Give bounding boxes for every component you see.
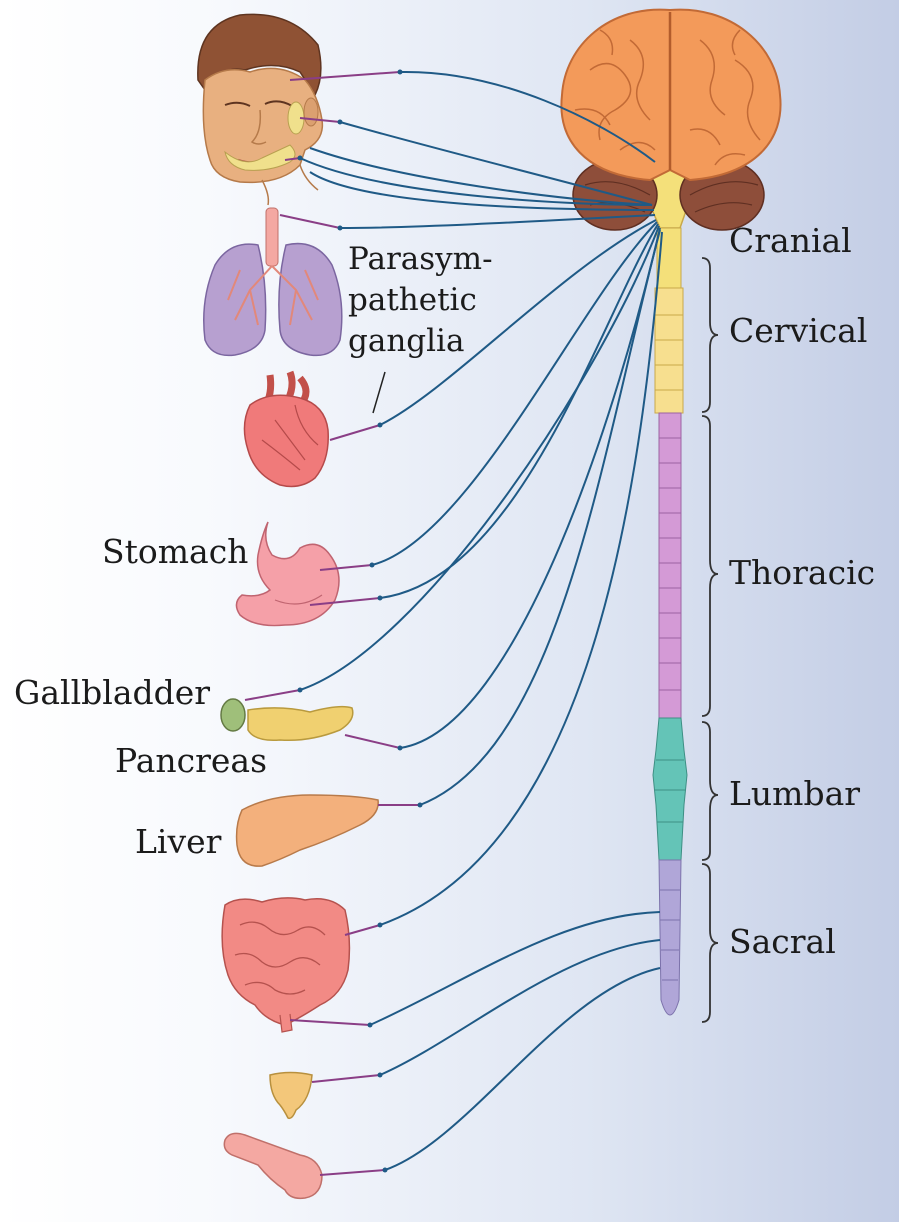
thoracic-segment — [659, 413, 681, 718]
genitalia — [224, 1133, 322, 1198]
trachea — [266, 208, 278, 266]
lungs — [204, 208, 342, 355]
region-braces — [702, 258, 718, 1022]
stomach — [236, 522, 339, 626]
stomach-label: Stomach — [102, 533, 248, 571]
liver — [237, 795, 379, 866]
cervical-label: Cervical — [729, 312, 867, 350]
parasympathetic-ganglia-label-line1: Parasym- — [348, 242, 493, 276]
bladder — [270, 1073, 312, 1119]
spinal-cord — [646, 165, 690, 1015]
thoracic-brace — [702, 416, 718, 716]
heart — [244, 372, 328, 486]
left-lung — [204, 244, 266, 355]
head — [198, 14, 323, 205]
liver-label: Liver — [135, 823, 221, 861]
cervical-brace — [702, 258, 718, 412]
intestines — [222, 898, 349, 1032]
heart-body — [244, 395, 328, 486]
lumbar-segment — [653, 718, 687, 860]
gallbladder-label: Gallbladder — [14, 674, 210, 712]
cranial-label: Cranial — [729, 222, 852, 260]
lumbar-brace — [702, 722, 718, 860]
gallbladder — [221, 699, 245, 731]
lumbar-label: Lumbar — [729, 775, 860, 813]
cervical-segment — [655, 288, 683, 413]
sacral-brace — [702, 864, 718, 1022]
sacral-label: Sacral — [729, 923, 836, 961]
thoracic-label: Thoracic — [729, 554, 875, 592]
pancreas-label: Pancreas — [115, 742, 267, 780]
right-lung — [279, 244, 342, 356]
parasympathetic-ganglia-label-line2: pathetic — [348, 283, 477, 317]
sacral-segment — [659, 860, 681, 1015]
ganglia-pointer-line — [373, 372, 385, 413]
parasympathetic-ganglia-label-line3: ganglia — [348, 324, 464, 358]
pancreas — [248, 707, 353, 741]
